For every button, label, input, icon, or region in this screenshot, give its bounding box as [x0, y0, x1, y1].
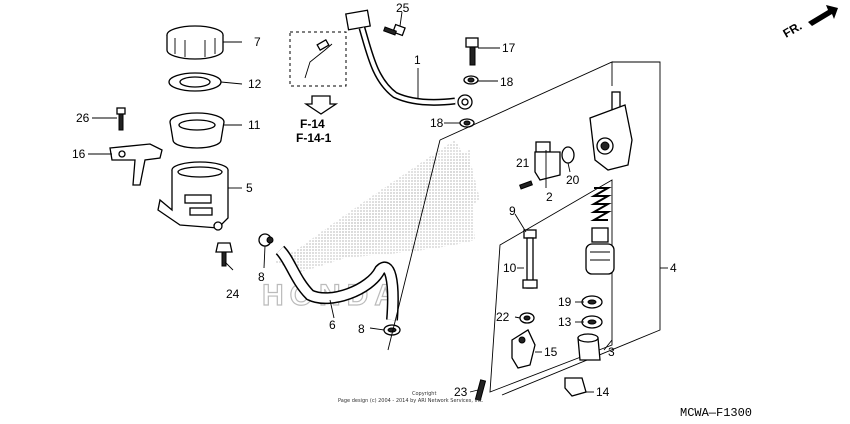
- front-direction-label: FR.: [781, 19, 805, 41]
- callout-12: 12: [248, 77, 262, 91]
- reservoir-hose-6: [275, 245, 399, 321]
- callout-21: 21: [516, 156, 530, 170]
- clip-8b: [383, 324, 401, 336]
- reservoir-cap-7: [166, 25, 224, 60]
- front-direction-indicator: FR.: [781, 5, 838, 41]
- callout-13: 13: [558, 315, 572, 329]
- master-cylinder-body-4: [589, 91, 633, 171]
- nut-22: [519, 312, 535, 324]
- o-ring-20: [561, 146, 575, 164]
- washer-18a: [463, 75, 479, 85]
- push-rod-10: [522, 229, 538, 289]
- reference-box: F-14 F-14-1: [289, 31, 347, 145]
- callout-15: 15: [544, 345, 558, 359]
- callout-17: 17: [502, 41, 516, 55]
- joint-2: [534, 141, 561, 181]
- callout-3: 3: [608, 345, 615, 359]
- pin-23: [474, 379, 487, 402]
- boot-13: [581, 315, 603, 329]
- callout-19: 19: [558, 295, 572, 309]
- screw-24: [215, 242, 233, 267]
- copyright-line: Page design (c) 2004 - 2014 by ARI Netwo…: [338, 398, 484, 404]
- callout-14: 14: [596, 385, 610, 399]
- bolt-17: [465, 37, 479, 66]
- joint-3: [577, 333, 601, 361]
- callout-18b: 18: [430, 116, 444, 130]
- clip-8a: [258, 233, 274, 247]
- master-cylinder-hose-1: [345, 9, 473, 110]
- diaphragm-11: [169, 112, 225, 149]
- screw-21: [519, 180, 533, 190]
- master-cylinder-assembly-box: [387, 61, 661, 396]
- front-arrow-icon: [808, 5, 838, 26]
- callout-2: 2: [546, 190, 553, 204]
- spring-and-piston: [585, 187, 615, 275]
- reservoir-5: [157, 161, 229, 231]
- bolt-26: [116, 107, 126, 131]
- callout-20: 20: [566, 173, 580, 187]
- circlip-19: [581, 295, 603, 309]
- callout-26: 26: [76, 111, 90, 125]
- callout-labels: 7 12 11 5 26 16 24 8 6 8 1 25 17 18 18 2…: [72, 1, 677, 399]
- callout-4: 4: [670, 261, 677, 275]
- callout-25: 25: [396, 1, 410, 15]
- diaphragm-plate-12: [168, 72, 222, 92]
- bolt-25: [383, 23, 406, 37]
- clip-14: [564, 377, 587, 397]
- callout-9: 9: [509, 204, 516, 218]
- callout-8b: 8: [358, 322, 365, 336]
- callout-22: 22: [496, 310, 510, 324]
- callout-11: 11: [248, 118, 261, 132]
- ref-page-2: F-14-1: [296, 131, 332, 145]
- ref-page-1: F-14: [300, 117, 325, 131]
- callout-1: 1: [414, 53, 421, 67]
- callout-18a: 18: [500, 75, 514, 89]
- callout-23: 23: [454, 385, 468, 399]
- callout-5: 5: [246, 181, 253, 195]
- copyright-heading: Copyright: [412, 391, 436, 397]
- callout-8a: 8: [258, 270, 265, 284]
- push-rod-joint-15: [511, 329, 536, 369]
- reservoir-stay-16: [109, 143, 163, 186]
- arrow-down-icon: [303, 95, 339, 115]
- diagram-code: MCWA—F1300: [680, 406, 752, 420]
- callout-24: 24: [226, 287, 240, 301]
- callout-6: 6: [329, 318, 336, 332]
- callout-16: 16: [72, 147, 86, 161]
- leader-lines: [88, 11, 668, 393]
- callout-7: 7: [254, 35, 261, 49]
- callout-10: 10: [503, 261, 517, 275]
